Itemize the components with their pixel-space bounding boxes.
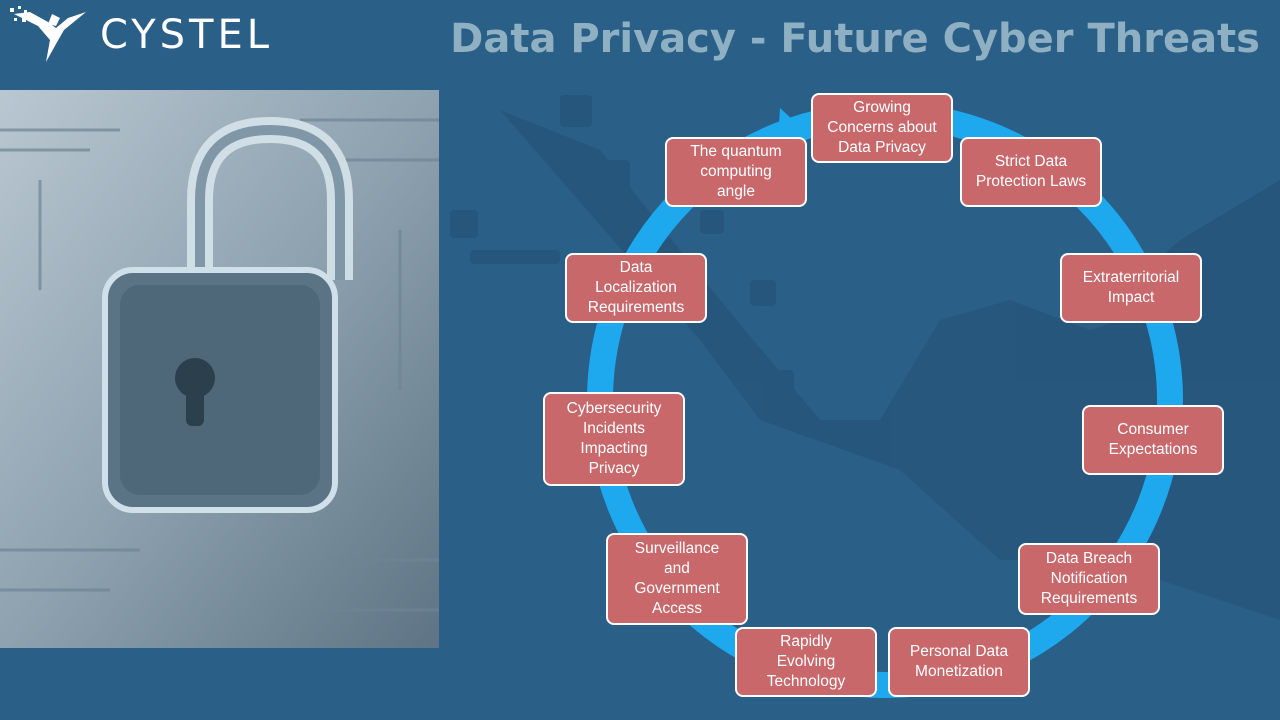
brand-logo: CYSTEL xyxy=(8,4,269,64)
eagle-logo-icon xyxy=(10,6,86,62)
padlock-image xyxy=(0,90,439,648)
page-title: Data Privacy - Future Cyber Threats xyxy=(450,16,1260,62)
brand-name: CYSTEL xyxy=(100,12,274,58)
